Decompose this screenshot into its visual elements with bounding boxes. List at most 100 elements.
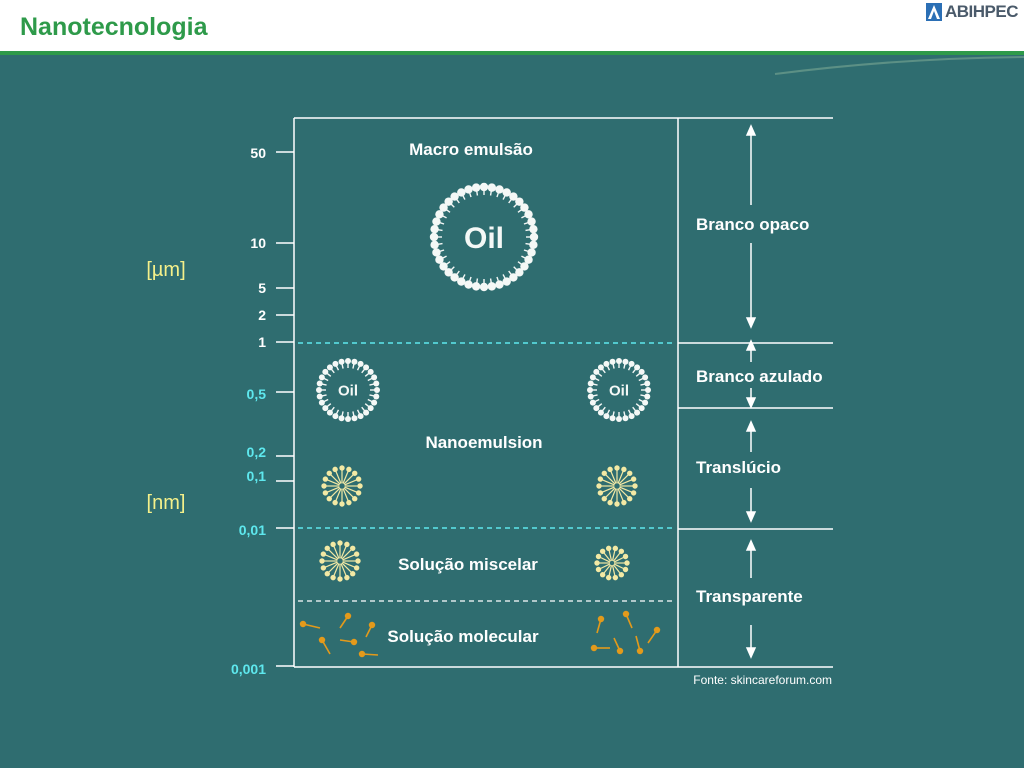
lipid-head	[316, 380, 323, 387]
lipid-head	[609, 415, 616, 422]
lipid-head	[363, 364, 370, 371]
lipid-head	[622, 415, 629, 422]
lipid-head	[471, 183, 481, 192]
content-panel: 50 10 5 2 1 0,5 0,2 0,1 0,01 0,001 [µm] …	[0, 55, 1024, 768]
tick-label-0-01: 0,01	[239, 522, 266, 538]
molecule	[622, 610, 630, 618]
arrow-head-up	[745, 124, 757, 136]
lipid-head	[644, 393, 651, 400]
surfactant-head	[355, 558, 361, 564]
lipid-head	[609, 358, 616, 365]
surfactant-head	[346, 466, 352, 473]
surfactant-head	[612, 545, 619, 552]
oil-label: Oil	[338, 382, 358, 399]
tick-label-5: 5	[258, 280, 266, 296]
surfactant-head	[597, 476, 604, 482]
lipid-head	[457, 188, 466, 197]
surfactant-head	[357, 483, 363, 489]
lipid-head	[479, 182, 489, 192]
lipid-head	[597, 364, 604, 371]
lipid-head	[495, 185, 504, 194]
unit-nanometer: [nm]	[147, 492, 186, 514]
lipid-head	[589, 374, 596, 381]
lipid-head	[515, 197, 524, 206]
tick-label-10: 10	[250, 235, 266, 251]
lipid-head	[487, 183, 497, 192]
lipid-head	[338, 358, 345, 365]
lipid-head	[527, 217, 536, 226]
lipid-head	[502, 188, 511, 197]
region-label-molecular: Solução molecular	[387, 627, 539, 646]
surfactant-head	[612, 574, 619, 581]
lipid-head	[524, 210, 533, 219]
surfactant-head	[632, 483, 638, 489]
lipid-head	[495, 280, 504, 289]
surfactant-head	[601, 470, 607, 476]
surfactant-head	[596, 483, 602, 489]
surfactant-head	[332, 466, 338, 473]
arrow-head-up	[745, 339, 757, 351]
abihpec-logo: ABIHPEC	[925, 2, 1019, 22]
region-label-macro: Macro emulsão	[409, 140, 533, 159]
surfactant-head	[330, 541, 336, 548]
surfactant-head	[330, 574, 336, 581]
unit-micrometer: [µm]	[146, 259, 185, 281]
lipid-head	[439, 262, 448, 271]
lipid-head	[529, 232, 539, 242]
surfactant-head	[614, 465, 620, 471]
lipid-head	[371, 399, 378, 406]
arrow-head-down	[745, 511, 757, 523]
lipid-head	[351, 358, 358, 365]
lipid-head	[520, 262, 529, 271]
surfactant-head	[607, 499, 613, 506]
lipid-head	[509, 192, 518, 201]
slide-header: Nanotecnologia ABIHPEC	[0, 0, 1024, 52]
surfactant-head	[601, 496, 607, 502]
lipid-head	[450, 273, 459, 282]
lipid-head	[345, 358, 351, 364]
surfactant-head	[597, 490, 604, 496]
oil-droplet-large: Oil	[429, 182, 539, 292]
lipid-head	[450, 192, 459, 201]
tick-label-0-5: 0,5	[247, 386, 267, 402]
lipid-head	[322, 405, 329, 412]
lipid-head	[642, 399, 649, 406]
appearance-label-bluish: Branco azulado	[696, 367, 823, 386]
surfactant-head	[618, 572, 625, 578]
oil-droplet-nano-right: Oil	[587, 358, 651, 422]
lipid-head	[357, 413, 364, 420]
surfactant-head	[618, 548, 625, 554]
lipid-head	[502, 277, 511, 286]
surfactant-head	[630, 490, 637, 496]
lipid-head	[464, 185, 473, 194]
surfactant-head	[324, 571, 330, 577]
slide-title: Nanotecnologia	[20, 13, 208, 41]
lipid-head	[318, 399, 325, 406]
tick-label-0-1: 0,1	[247, 468, 267, 484]
micelle-nano-right	[596, 465, 638, 507]
surfactant-head	[339, 501, 345, 507]
surfactant-head	[344, 574, 350, 581]
surfactant-head	[355, 490, 362, 496]
surfactant-head	[322, 490, 329, 496]
appearance-label-opaque: Branco opaco	[696, 215, 809, 234]
surfactant-head	[320, 551, 327, 557]
tick-label-50: 50	[250, 145, 266, 161]
surfactant-head	[624, 560, 630, 566]
lipid-head	[616, 358, 622, 364]
lipid-head	[638, 368, 645, 375]
tick-label-0-2: 0,2	[247, 444, 267, 460]
lipid-head	[616, 416, 622, 422]
surfactant-head	[322, 476, 329, 482]
lipid-head	[338, 415, 345, 422]
lipid-head	[603, 413, 610, 420]
micelle-nano-left	[321, 465, 363, 507]
surfactant-head	[627, 496, 633, 502]
lipid-head	[509, 273, 518, 282]
lipid-head	[444, 268, 453, 277]
surfactant-head	[599, 548, 606, 554]
tick-label-0-001: 0,001	[231, 661, 266, 677]
surfactant-head	[350, 545, 356, 551]
molecules-group	[299, 610, 661, 658]
lipid-head	[587, 387, 593, 393]
